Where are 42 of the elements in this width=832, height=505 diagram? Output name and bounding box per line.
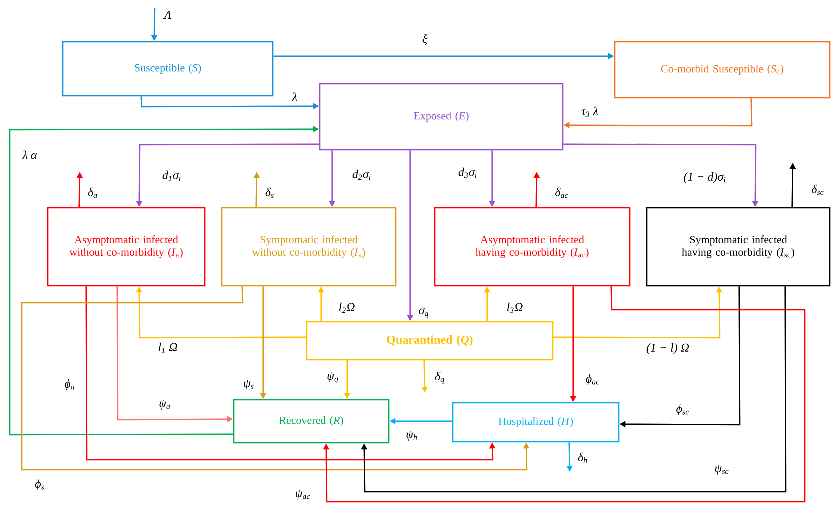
compartment-box: Quarantined (Q) (306, 321, 554, 361)
compartment-box: Recovered (R) (233, 399, 390, 444)
compartment-box: Asymptomatic infected having co-morbidity (I$_{ac}$) (434, 207, 631, 287)
edge-label: δ$_{ac}$ (554, 186, 570, 200)
compartment-box: Symptomatic infected having co-morbidity (I$_{sc}$) (646, 207, 831, 287)
edge-label: ψ$_{ac}$ (294, 489, 312, 501)
edge-label: d$_{2}$σ$_{i}$ (351, 168, 373, 182)
compartment-box: Exposed (E) (319, 83, 564, 151)
compartment-box: Co-morbid Susceptible (S$_{c}$) (614, 41, 831, 99)
edge-label: δ$_{a}$ (86, 186, 100, 200)
compartment-box: Symptomatic infected without co-morbidity (I$_{s}$) (221, 207, 397, 287)
edge-label: ϕ$_{s}$ (34, 478, 46, 492)
edge-label: d$_{3}$σ$_{i}$ (457, 166, 479, 180)
arrow (361, 286, 787, 493)
edge-label: τ$_{3}$ λ (580, 106, 600, 118)
edge-label: λ (291, 92, 299, 102)
edge-label: ψ$_{a}$ (158, 399, 172, 411)
edge-label: ϕ$_{sc}$ (675, 404, 691, 416)
compartment-box: Asymptomatic infected without co-morbidity (I$_{a}$) (47, 207, 206, 287)
edge-label: ψ$_{s}$ (242, 379, 256, 391)
arrow (323, 286, 806, 503)
edge-label: Λ (163, 10, 173, 20)
edge-label: (1 − l) Ω (645, 342, 691, 356)
edge-label: l$_{1}$ Ω (157, 342, 179, 354)
edge-label: δ$_{h}$ (576, 452, 590, 464)
edge-label: ξ (421, 34, 429, 46)
edge-label: δ$_{q}$ (434, 371, 446, 385)
compartment-box: Susceptible (S) (62, 41, 274, 97)
edge-label: ϕ$_{a}$ (64, 378, 76, 392)
edge-label: ϕ$_{ac}$ (584, 374, 602, 386)
edge-label: δ$_{sc}$ (810, 184, 826, 196)
edge-label: l$_{3}$Ω (506, 302, 524, 314)
edge-label: δ$_{s}$ (264, 186, 276, 200)
edge-label: ψ$_{h}$ (405, 430, 419, 442)
edge-label: λ α (22, 150, 38, 160)
edge-label: ψ$_{q}$ (326, 372, 340, 384)
edge-label: d$_{1}$σ$_{i}$ (161, 170, 183, 182)
edge-label: l$_{2}$Ω (338, 302, 356, 314)
edge-label: σ$_{q}$ (418, 307, 430, 319)
compartment-box: Hospitalized (H) (452, 402, 620, 443)
edge-label: ψ$_{sc}$ (714, 464, 730, 476)
edge-label: (1 − d)σ$_{i}$ (682, 172, 728, 184)
